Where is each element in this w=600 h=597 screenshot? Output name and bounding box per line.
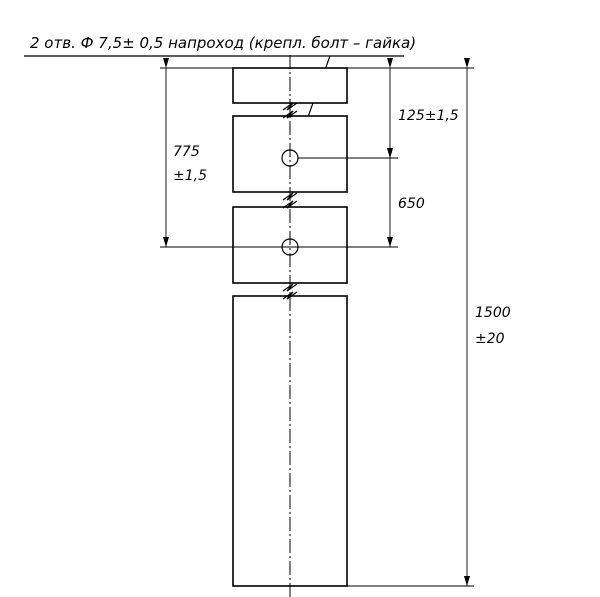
dim-1500-tolerance: ±20: [475, 331, 505, 347]
dim-650-value: 650: [398, 196, 425, 212]
hole-note-text: 2 отв. Ф 7,5± 0,5 напроход (крепл. болт …: [30, 34, 416, 52]
dim-1500-value: 1500: [475, 305, 511, 321]
dim-775-value: 775: [173, 144, 200, 160]
dim-775-tolerance: ±1,5: [173, 168, 207, 184]
dim-125-value: 125±1,5: [398, 108, 459, 124]
